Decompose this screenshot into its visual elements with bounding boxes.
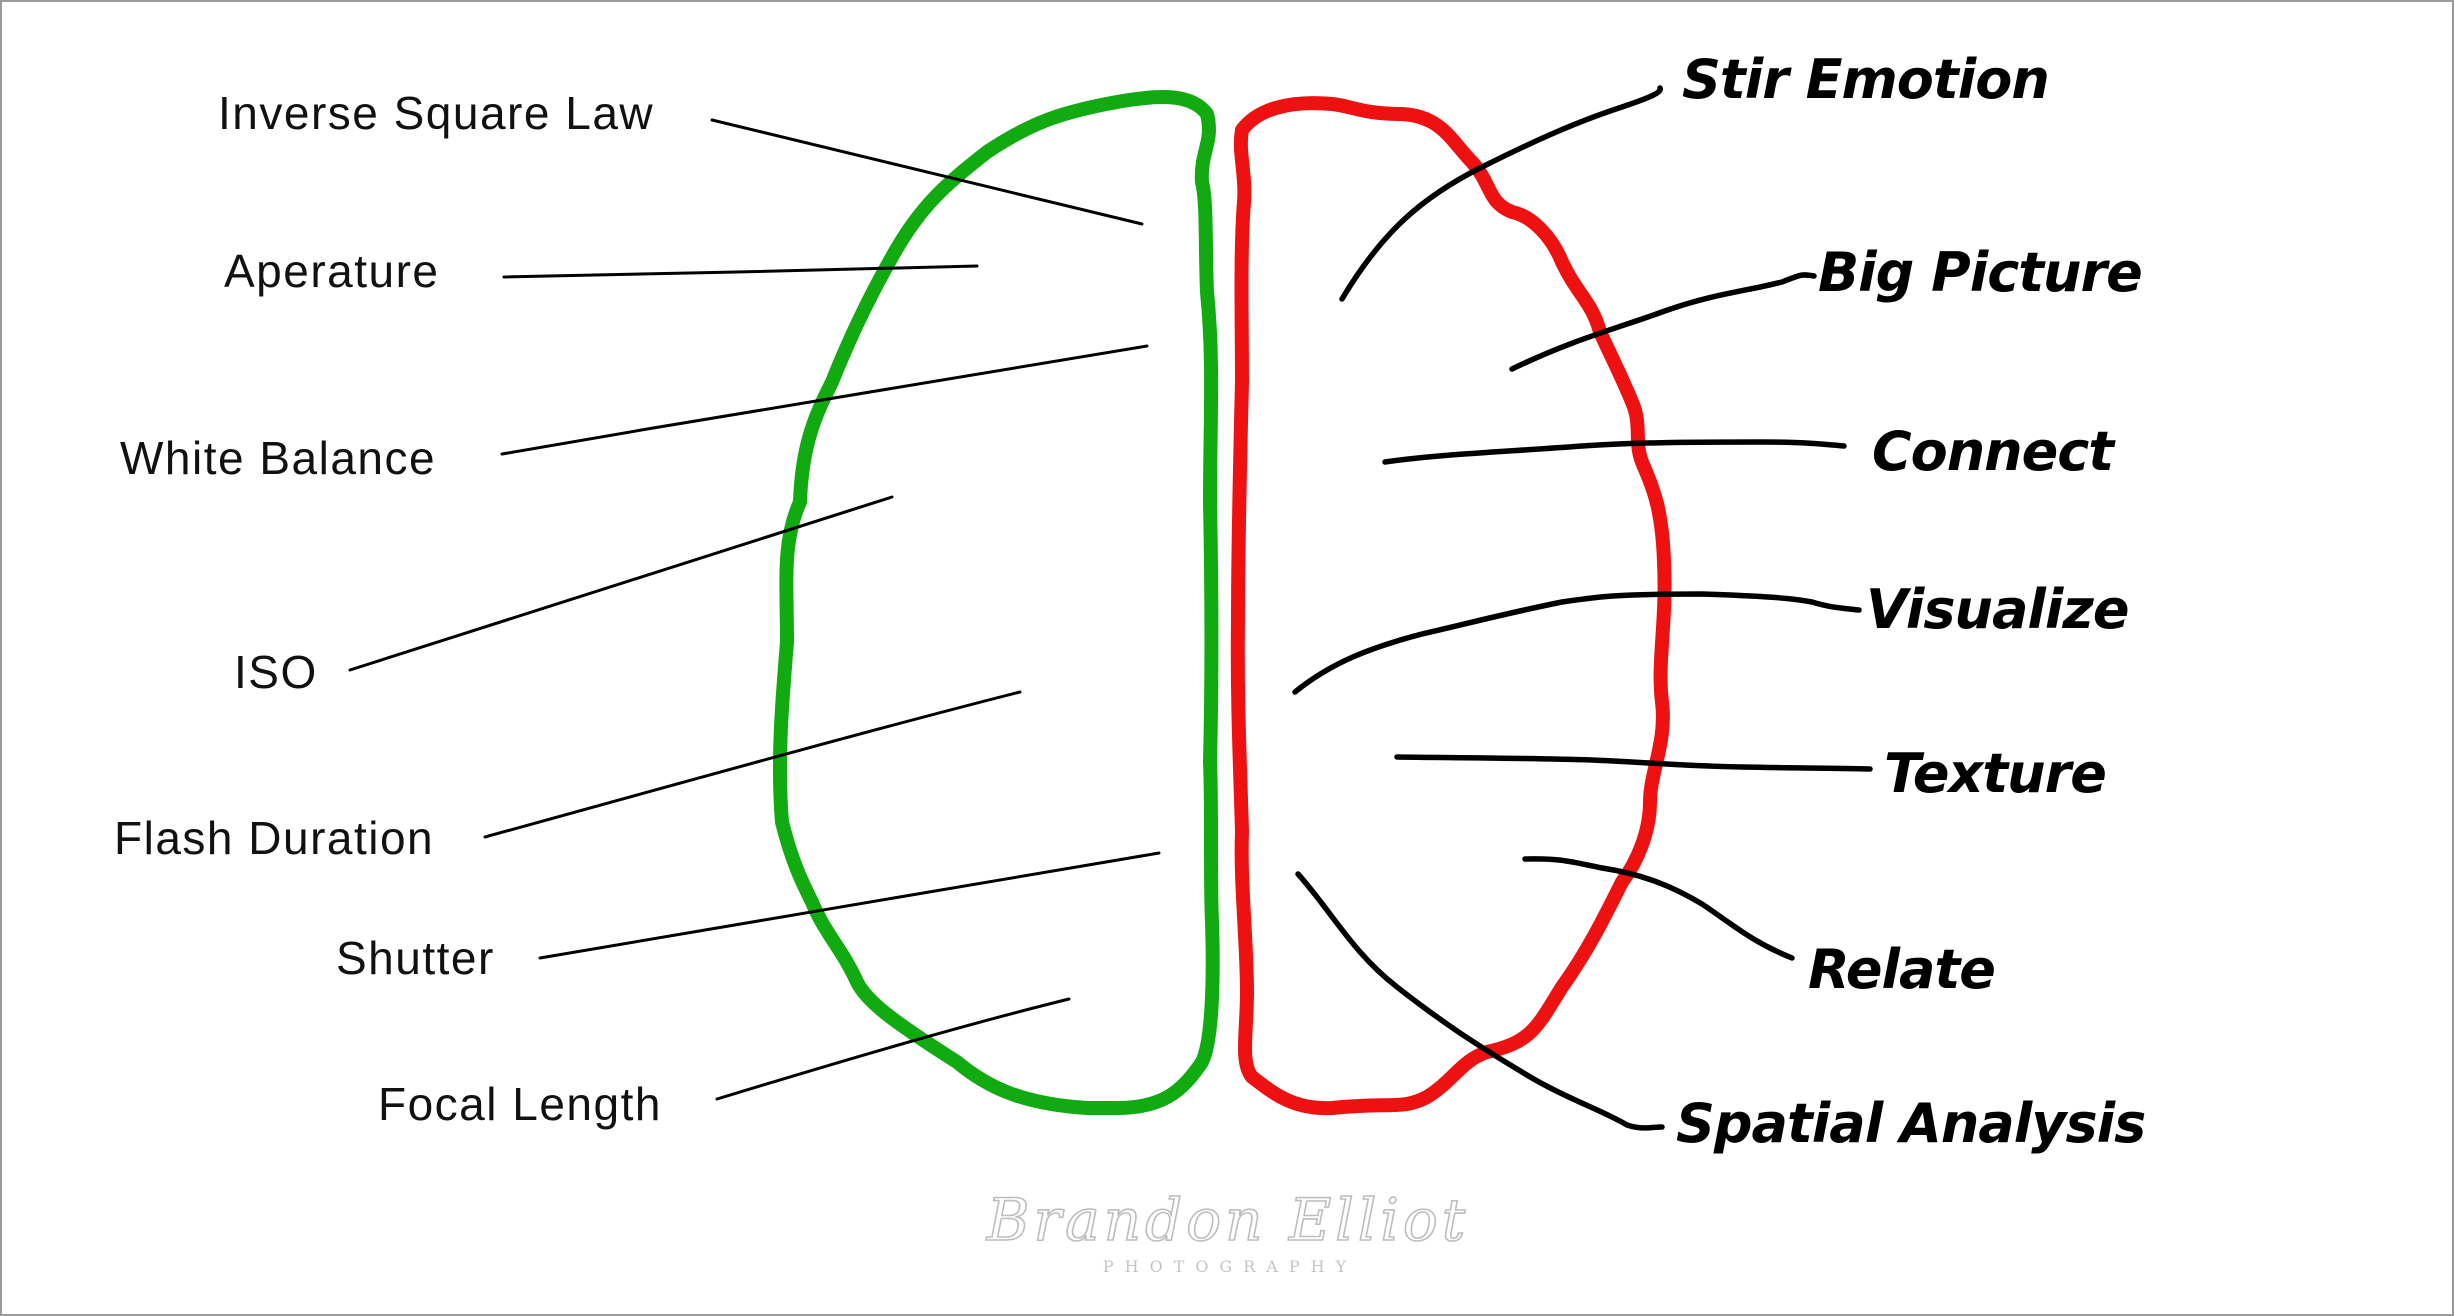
right-hemisphere-outline	[1230, 96, 1672, 1116]
label-focal-length: Focal Length	[378, 1078, 662, 1130]
label-visualize: Visualize	[1866, 578, 2128, 641]
label-flash-duration: Flash Duration	[114, 812, 434, 864]
connector-big-picture	[1509, 272, 1817, 372]
connector-stir-emotion	[1339, 85, 1663, 302]
connector-inverse-square-law	[710, 118, 1144, 226]
watermark-name: Brandon Elliot	[986, 1186, 1469, 1254]
watermark: Brandon Elliot PHOTOGRAPHY	[985, 1185, 1469, 1276]
label-white-balance: White Balance	[120, 432, 436, 484]
label-texture: Texture	[1884, 742, 2106, 805]
label-aperature: Aperature	[224, 245, 440, 297]
connector-spatial-analysis	[1295, 871, 1665, 1131]
label-shutter: Shutter	[336, 932, 495, 984]
connector-focal-length	[715, 997, 1071, 1101]
connector-connect	[1382, 439, 1847, 465]
connector-relate	[1522, 856, 1795, 961]
connector-visualize	[1292, 591, 1862, 695]
connector-texture	[1394, 754, 1873, 772]
label-inverse-square-law: Inverse Square Law	[218, 87, 654, 139]
connector-aperature	[502, 264, 979, 279]
label-stir-emotion: Stir Emotion	[1682, 48, 2049, 111]
watermark-subtitle: PHOTOGRAPHY	[1103, 1257, 1357, 1276]
label-relate: Relate	[1808, 938, 1995, 1001]
connector-iso	[348, 495, 894, 672]
label-spatial-analysis: Spatial Analysis	[1676, 1092, 2145, 1155]
label-iso: ISO	[234, 646, 318, 698]
connector-shutter	[538, 851, 1161, 960]
label-connect: Connect	[1872, 420, 2116, 483]
left-hemisphere-outline	[772, 90, 1220, 1115]
connector-flash-duration	[483, 690, 1022, 839]
connector-white-balance	[500, 344, 1149, 456]
label-big-picture: Big Picture	[1818, 241, 2142, 304]
